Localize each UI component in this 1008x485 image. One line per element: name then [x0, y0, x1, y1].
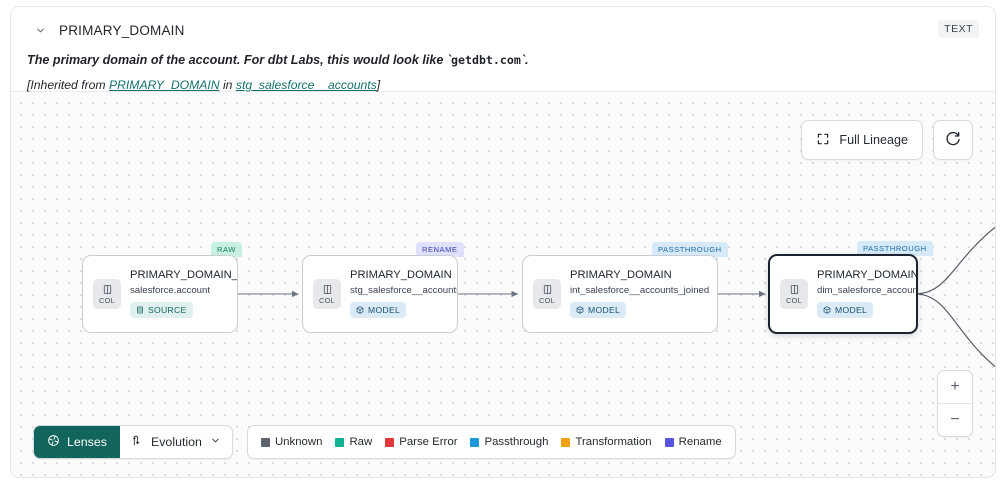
description-text-pre: The primary domain of the account. For d… [27, 53, 452, 67]
node-type-badge-label: MODEL [588, 305, 621, 315]
page-title: PRIMARY_DOMAIN [59, 22, 185, 38]
node-tag: PASSTHROUGH [857, 241, 933, 256]
legend-item: Raw [335, 436, 372, 448]
column-chip-label: COL [538, 295, 556, 305]
legend-swatch-raw [335, 437, 345, 447]
node-body: PRIMARY_DOMAIN int_salesforce__accounts_… [561, 269, 715, 319]
column-icon: COL [533, 279, 561, 309]
evolution-label: Evolution [150, 435, 202, 449]
zoom-controls: + − [937, 370, 973, 437]
node-body: PRIMARY_DOMAIN__C salesforce.account SOU… [121, 269, 237, 319]
node-type-badge: MODEL [817, 302, 874, 318]
node-subtitle: stg_salesforce__accounts [350, 285, 457, 296]
column-icon: COL [780, 279, 808, 309]
column-chip-label: COL [318, 295, 336, 305]
title-row: PRIMARY_DOMAIN [27, 19, 979, 41]
full-lineage-button[interactable]: Full Lineage [801, 120, 923, 160]
lenses-control-group: Lenses Evolution [33, 425, 233, 459]
legend-label: Raw [349, 436, 373, 448]
node-type-badge-label: MODEL [368, 305, 401, 315]
legend-label: Parse Error [399, 436, 458, 448]
legend-item: Unknown [260, 436, 323, 448]
legend: Unknown Raw Parse Error Passthrough [246, 425, 736, 459]
inherited-from-line: [Inherited from PRIMARY_DOMAIN in stg_sa… [27, 77, 979, 93]
bottom-toolbar: Lenses Evolution U [33, 425, 736, 459]
node-tag: PASSTHROUGH [652, 242, 728, 257]
evolution-arrows-icon [130, 434, 143, 450]
node-title: PRIMARY_DOMAIN__C [130, 269, 237, 281]
lineage-edges [237, 226, 995, 368]
lenses-button[interactable]: Lenses [34, 426, 120, 458]
legend-label: Unknown [274, 436, 323, 448]
legend-swatch-transformation [561, 437, 571, 447]
legend-item: Transformation [561, 436, 652, 448]
legend-item: Rename [664, 436, 722, 448]
zoom-out-button[interactable]: − [950, 411, 960, 428]
node-tag: RAW [211, 242, 242, 257]
node-title: PRIMARY_DOMAIN [350, 269, 452, 281]
node-type-badge: SOURCE [130, 302, 193, 318]
node-type-badge-label: SOURCE [148, 305, 187, 315]
node-subtitle: salesforce.account [130, 285, 210, 296]
legend-item: Passthrough [470, 436, 548, 448]
refresh-button[interactable] [933, 120, 973, 160]
node-subtitle: int_salesforce__accounts_joined [570, 285, 710, 296]
legend-swatch-rename [664, 437, 674, 447]
card-header: PRIMARY_DOMAIN TEXT The primary domain o… [11, 7, 995, 92]
legend-item: Parse Error [385, 436, 457, 448]
expand-icon [816, 132, 830, 149]
legend-label: Transformation [575, 436, 652, 448]
inherited-model-link[interactable]: stg_salesforce__accounts [235, 78, 377, 92]
node-body: PRIMARY_DOMAIN stg_salesforce__accounts … [341, 269, 457, 319]
full-lineage-label: Full Lineage [839, 133, 908, 147]
status-badge: TEXT [938, 20, 979, 38]
zoom-in-button[interactable]: + [938, 371, 972, 404]
legend-swatch-unknown [260, 437, 270, 447]
column-icon: COL [313, 279, 341, 309]
aperture-icon [47, 434, 60, 450]
node-subtitle: dim_salesforce_accounts [817, 285, 916, 296]
legend-swatch-passthrough [470, 437, 480, 447]
lineage-node[interactable]: COL PRIMARY_DOMAIN int_salesforce__accou… [522, 255, 718, 333]
column-icon: COL [93, 279, 121, 309]
node-body: PRIMARY_DOMAIN dim_salesforce_accounts M… [808, 269, 916, 319]
legend-label: Passthrough [484, 436, 549, 448]
node-tag: RENAME [416, 242, 464, 257]
legend-label: Rename [678, 436, 722, 448]
node-type-badge-label: MODEL [835, 305, 868, 315]
node-title: PRIMARY_DOMAIN [817, 269, 916, 281]
column-detail-card: PRIMARY_DOMAIN TEXT The primary domain o… [10, 6, 996, 478]
inherited-suffix: ] [376, 78, 381, 92]
evolution-dropdown[interactable]: Evolution [120, 426, 232, 458]
lineage-node[interactable]: COL PRIMARY_DOMAIN stg_salesforce__accou… [302, 255, 458, 333]
node-type-badge: MODEL [570, 302, 627, 318]
chevron-down-icon [210, 435, 221, 449]
inherited-column-link[interactable]: PRIMARY_DOMAIN [108, 78, 220, 92]
legend-swatch-parse-error [385, 437, 395, 447]
inherited-prefix: [Inherited from [27, 78, 109, 92]
chevron-down-icon[interactable] [33, 23, 47, 37]
column-chip-label: COL [98, 295, 116, 305]
column-description: The primary domain of the account. For d… [27, 51, 979, 69]
inherited-mid: in [219, 78, 236, 92]
description-code: getdbt.com [451, 53, 521, 67]
lineage-node[interactable]: COL PRIMARY_DOMAIN__C salesforce.account… [82, 255, 238, 333]
lineage-canvas[interactable]: Full Lineage RAW COL PRI [11, 92, 995, 477]
lenses-label: Lenses [67, 435, 107, 449]
lineage-node-selected[interactable]: COL PRIMARY_DOMAIN dim_salesforce_accoun… [768, 254, 918, 334]
refresh-icon [945, 131, 961, 150]
node-type-badge: MODEL [350, 302, 407, 318]
column-chip-label: COL [785, 295, 803, 305]
description-text-post: `. [520, 53, 529, 67]
canvas-toolbar: Full Lineage [801, 120, 973, 160]
node-title: PRIMARY_DOMAIN [570, 269, 672, 281]
